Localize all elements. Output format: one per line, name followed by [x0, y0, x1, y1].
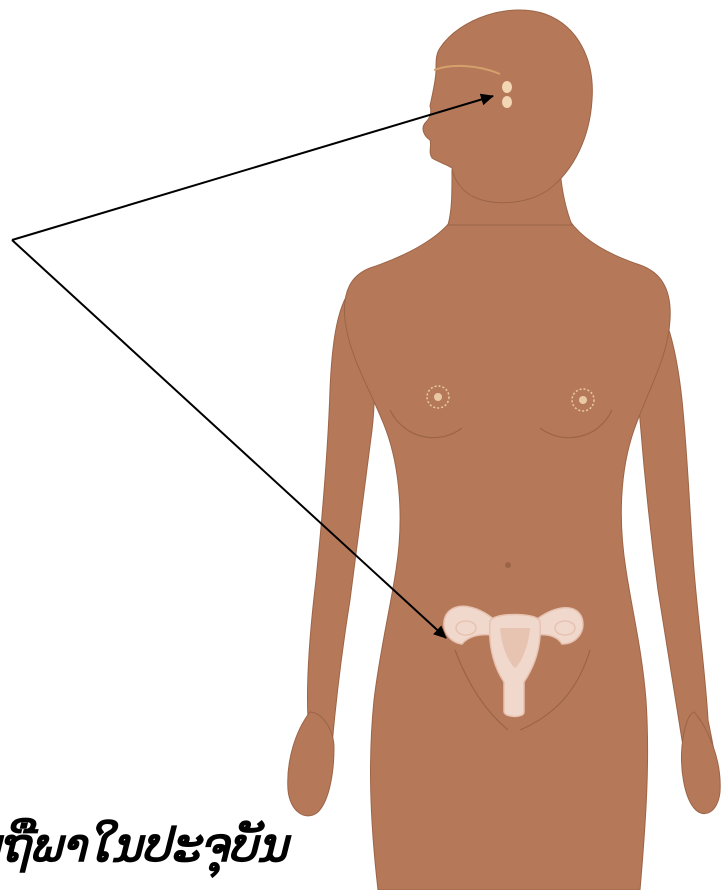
right-ovary	[555, 621, 575, 635]
torso	[344, 215, 670, 890]
arrow-to-pituitary	[12, 96, 493, 240]
caption-text: ນຖືພາໃນປະຈຸບັນ	[0, 800, 723, 890]
navel	[505, 562, 511, 568]
right-hand	[682, 712, 721, 814]
body-silhouette	[288, 10, 720, 890]
left-ovary	[456, 621, 476, 635]
